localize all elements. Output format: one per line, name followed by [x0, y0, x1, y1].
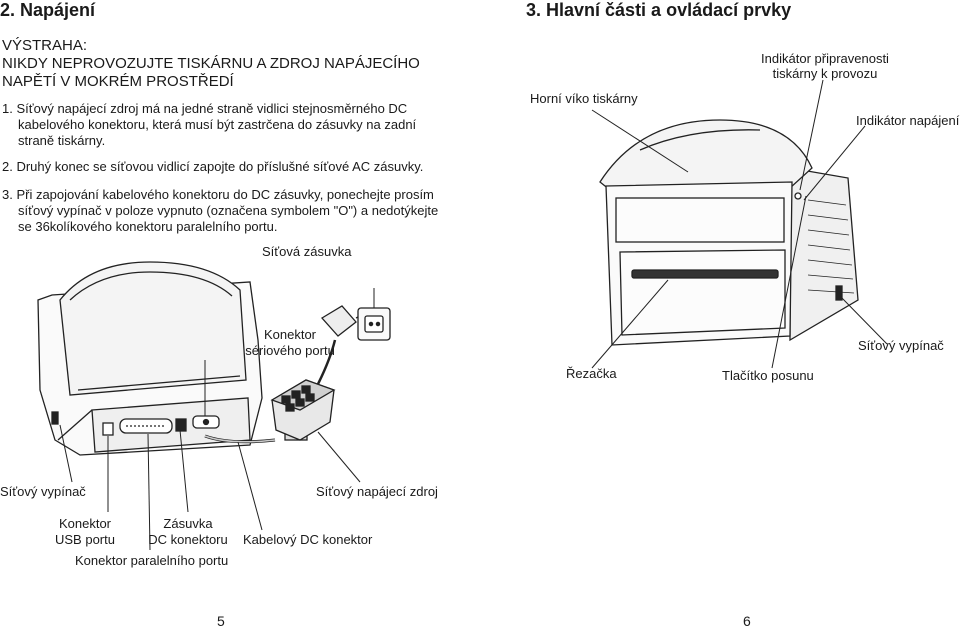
- step-1-line3: straně tiskárny.: [18, 133, 106, 148]
- label-ready-indicator-line1: Indikátor připravenosti: [761, 51, 889, 66]
- label-power-supply: Síťový napájecí zdroj: [316, 484, 438, 499]
- warning-title: VÝSTRAHA:: [2, 37, 88, 54]
- step-3-line3: se 36kolíkového konektoru paralelního po…: [18, 219, 278, 234]
- step-3-line1: 3. Při zapojování kabelového konektoru d…: [2, 187, 434, 202]
- label-power-indicator: Indikátor napájení: [856, 113, 960, 128]
- label-feed-button: Tlačítko posunu: [722, 368, 814, 383]
- front-printer-illustration: [599, 119, 859, 346]
- section-heading-main-parts: 3. Hlavní části a ovládací prvky: [526, 0, 792, 20]
- step-1-line1: 1. Síťový napájecí zdroj má na jedné str…: [2, 101, 408, 116]
- label-dc-socket-line2: DC konektoru: [148, 532, 228, 547]
- section-heading-power: 2. Napájení: [0, 0, 96, 20]
- label-serial-port-line2: sériového portu: [245, 343, 335, 358]
- label-power-switch-rear: Síťový vypínač: [0, 484, 86, 499]
- label-power-switch-front: Síťový vypínač: [858, 338, 944, 353]
- step-2-line1: 2. Druhý konec se síťovou vidlicí zapojt…: [2, 159, 424, 174]
- label-wall-socket: Síťová zásuvka: [262, 244, 352, 259]
- power-supply-illustration: [204, 288, 391, 444]
- page-number-right: 6: [743, 613, 751, 629]
- label-top-cover: Horní víko tiskárny: [530, 91, 638, 106]
- step-1-line2: kabelového konektoru, která musí být zas…: [18, 117, 417, 132]
- label-cutter: Řezačka: [566, 366, 617, 381]
- warning-text-line1: NIKDY NEPROVOZUJTE TISKÁRNU A ZDROJ NAPÁ…: [2, 55, 420, 72]
- label-serial-port-line1: Konektor: [263, 327, 317, 342]
- label-usb-port-line2: USB portu: [55, 532, 115, 547]
- label-dc-cable-connector: Kabelový DC konektor: [243, 532, 373, 547]
- left-leader-lines: [59, 360, 361, 551]
- rear-printer-illustration: [37, 261, 263, 456]
- label-parallel-port: Konektor paralelního portu: [75, 553, 229, 568]
- label-usb-port-line1: Konektor: [58, 516, 112, 531]
- right-leader-lines: [591, 79, 888, 369]
- page-number-left: 5: [217, 613, 225, 629]
- step-3-line2: síťový vypínač v poloze vypnuto (označen…: [18, 203, 439, 218]
- label-ready-indicator-line2: tiskárny k provozu: [772, 66, 878, 81]
- label-dc-socket-line1: Zásuvka: [163, 516, 213, 531]
- warning-text-line2: NAPĚTÍ V MOKRÉM PROSTŘEDÍ: [2, 73, 234, 90]
